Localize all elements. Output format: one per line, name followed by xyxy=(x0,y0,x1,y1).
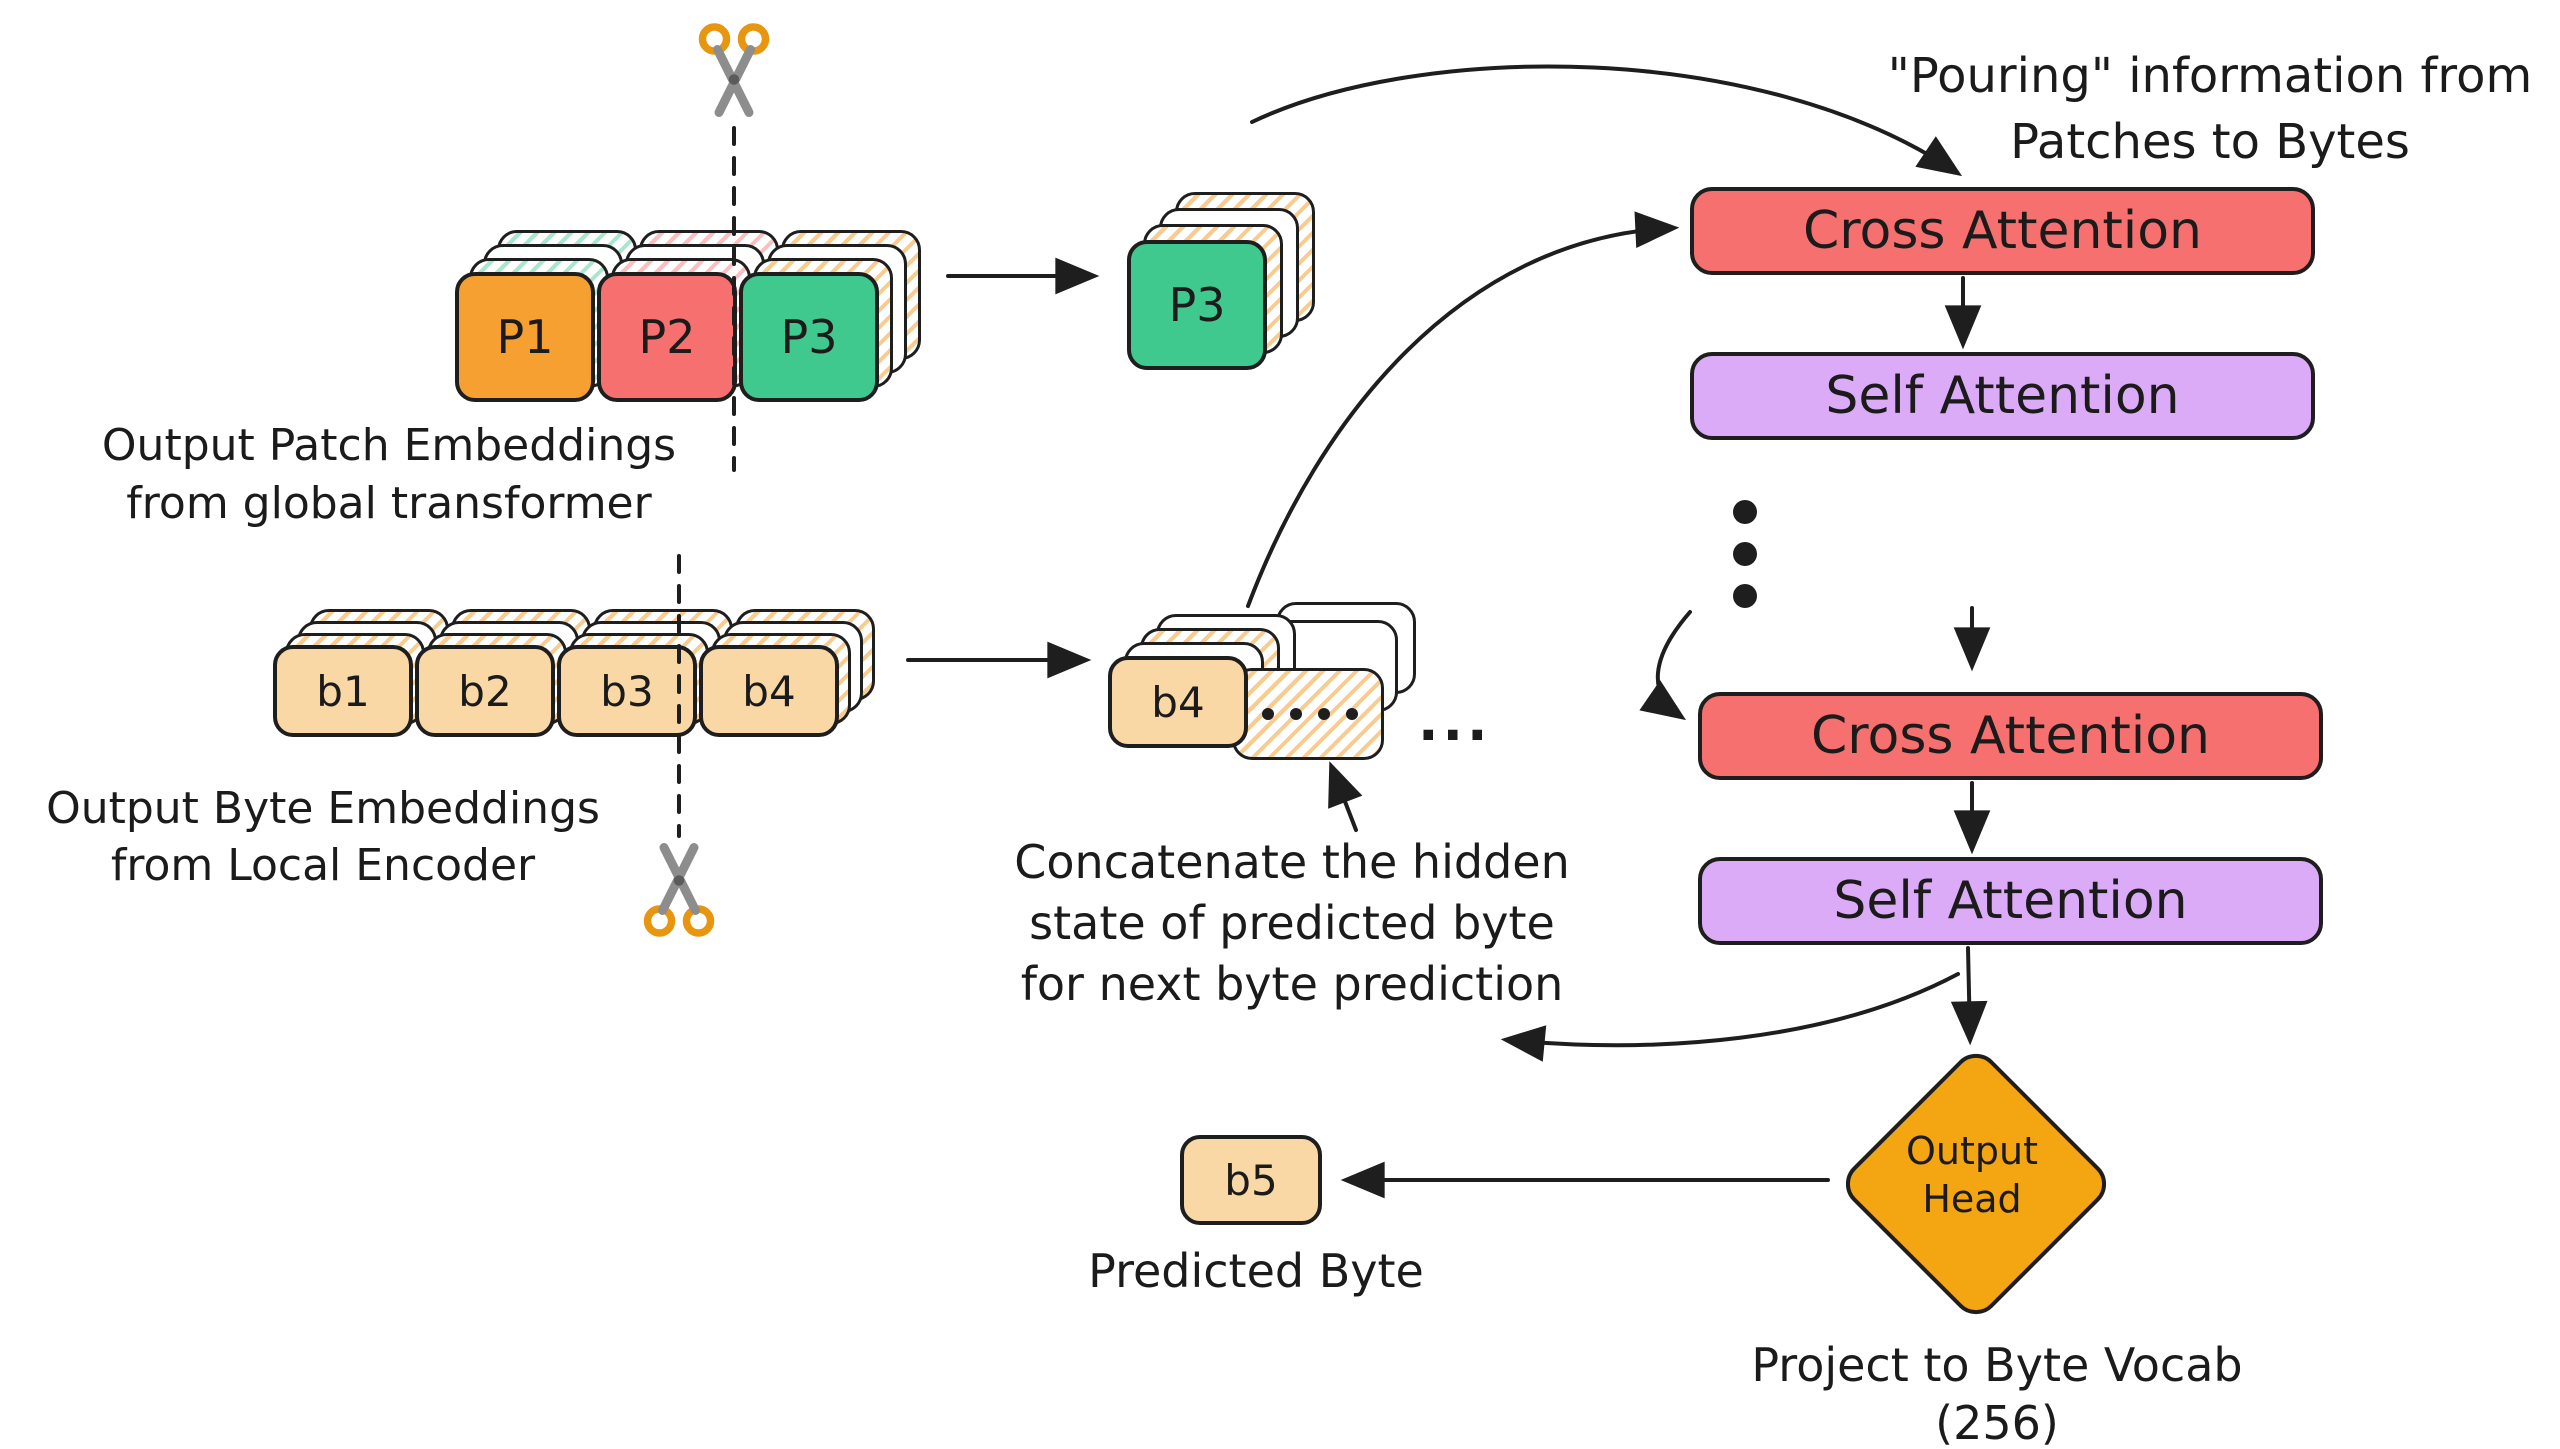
selected-patch-label: P3 xyxy=(1168,278,1226,332)
selected-patch-card: P3 xyxy=(1127,240,1267,370)
patch-card-p1: P1 xyxy=(455,272,595,402)
output-head-label: Output Head xyxy=(1872,1128,2072,1223)
selected-byte-card: b4 xyxy=(1108,656,1248,748)
predicted-byte-card: b5 xyxy=(1180,1135,1322,1225)
arrow-feedback-to-concat xyxy=(1500,972,1960,1062)
patch-caption-line1: Output Patch Embeddings xyxy=(101,420,677,471)
self-attention-1-label: Self Attention xyxy=(1825,366,2180,426)
byte-stack-ellipsis: ... xyxy=(1418,690,1492,753)
patch-card-p1-label: P1 xyxy=(496,310,554,364)
predicted-byte-label: b5 xyxy=(1224,1155,1278,1205)
cross-attention-block-1: Cross Attention xyxy=(1690,187,2315,275)
byte-caption-line2: from Local Encoder xyxy=(110,840,536,891)
self-attention-2-label: Self Attention xyxy=(1833,871,2188,931)
byte-card-b2: b2 xyxy=(415,645,555,737)
byte-card-b1-label: b1 xyxy=(316,666,370,716)
dot xyxy=(1346,708,1358,720)
selected-byte-label: b4 xyxy=(1151,677,1205,727)
output-head-label-line2: Head xyxy=(1922,1176,2022,1221)
arrow-concat-note-to-stack xyxy=(1328,761,1363,832)
byte-caption-line1: Output Byte Embeddings xyxy=(46,783,600,834)
predicted-byte-caption: Predicted Byte xyxy=(1088,1244,1424,1298)
scissors-icon-top xyxy=(698,23,770,117)
cross-attention-1-label: Cross Attention xyxy=(1802,201,2203,261)
hidden-state-dots xyxy=(1262,708,1358,720)
project-note-line2: (256) xyxy=(1935,1396,2059,1449)
output-head-label-line1: Output xyxy=(1906,1129,2038,1173)
scissors-icon-bottom xyxy=(643,843,715,937)
pouring-note-line1: "Pouring" information from xyxy=(1887,48,2533,104)
project-note-line1: Project to Byte Vocab xyxy=(1751,1338,2243,1392)
byte-card-b2-label: b2 xyxy=(458,666,512,716)
pouring-note-line2: Patches to Bytes xyxy=(2010,114,2410,170)
arrow-p3-to-cross-attention-1 xyxy=(1250,64,1963,177)
byte-card-b1: b1 xyxy=(273,645,413,737)
patch-card-p2-label: P2 xyxy=(638,310,696,364)
byte-card-b3: b3 xyxy=(557,645,697,737)
patch-card-p3-label: P3 xyxy=(780,310,838,364)
cross-attention-2-label: Cross Attention xyxy=(1810,706,2211,766)
byte-card-b3-label: b3 xyxy=(600,666,654,716)
byte-card-b4-label: b4 xyxy=(742,666,796,716)
patch-caption-line2: from global transformer xyxy=(126,478,652,529)
dot xyxy=(1262,708,1274,720)
self-attention-block-1: Self Attention xyxy=(1690,352,2315,440)
concat-note-line1: Concatenate the hidden xyxy=(1014,835,1570,889)
cross-attention-block-2: Cross Attention xyxy=(1698,692,2323,780)
patch-card-p3: P3 xyxy=(739,272,879,402)
byte-card-b4: b4 xyxy=(699,645,839,737)
arrow-self2-to-output-head xyxy=(1950,946,1988,1046)
concat-note-line3: for next byte prediction xyxy=(1020,957,1564,1011)
hidden-state-dots-card xyxy=(1232,668,1384,760)
dot xyxy=(1318,708,1330,720)
concat-note-line2: state of predicted byte xyxy=(1029,896,1555,950)
arrow-dots-to-cross-attention-2 xyxy=(1639,610,1692,721)
patch-card-p2: P2 xyxy=(597,272,737,402)
dot xyxy=(1290,708,1302,720)
self-attention-block-2: Self Attention xyxy=(1698,857,2323,945)
vertical-ellipsis xyxy=(1733,500,1757,608)
